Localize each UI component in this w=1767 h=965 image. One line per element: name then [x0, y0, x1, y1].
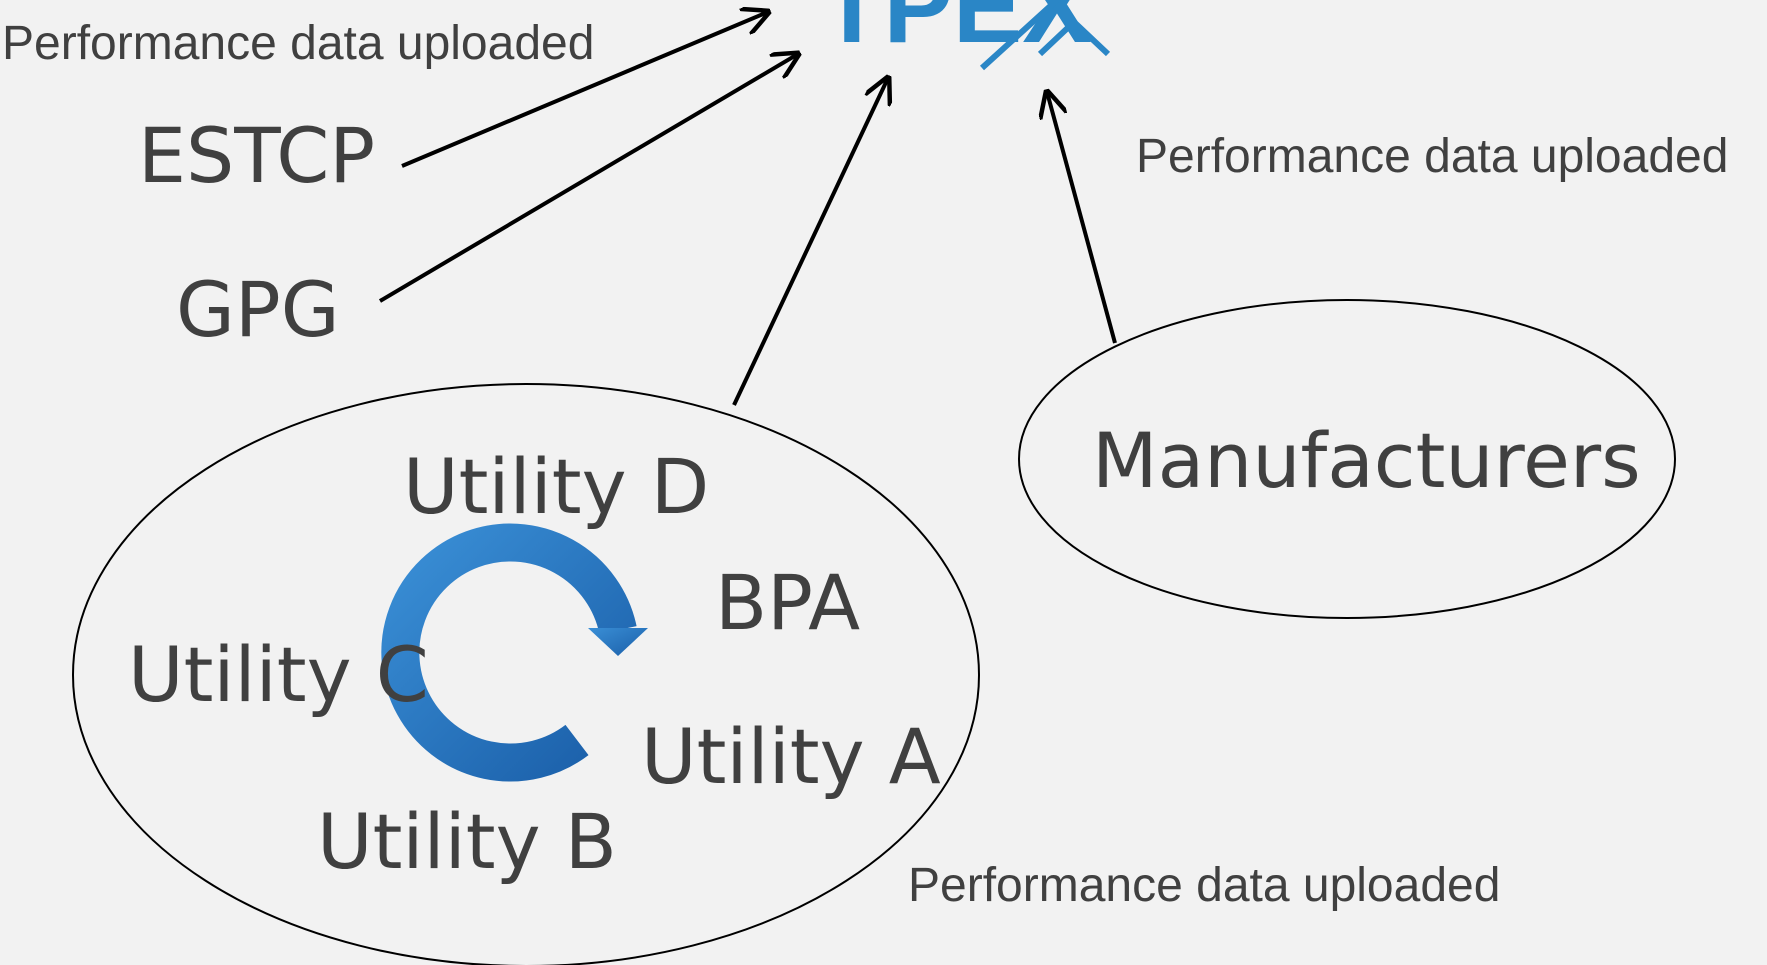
tpex-logo-text: TPEX — [822, 0, 1092, 65]
utility-d-label: Utility D — [403, 442, 710, 531]
circular-arrow-icon — [381, 523, 648, 782]
tpex-logo: TPEX — [822, 0, 1111, 71]
perf-label-top-left: Performance data uploaded — [2, 17, 595, 70]
tpex-chevron-icon — [979, 0, 1111, 71]
gpg-label: GPG — [176, 265, 340, 354]
manufacturers-label: Manufacturers — [1092, 416, 1641, 505]
estcp-label: ESTCP — [138, 111, 376, 200]
utilities-group-ellipse — [72, 383, 980, 965]
arrow-utilities-to-tpex — [732, 78, 888, 406]
bpa-label: BPA — [715, 558, 861, 647]
arrow-manufacturers-to-tpex — [1047, 92, 1117, 344]
utility-a-label: Utility A — [641, 712, 941, 801]
utility-b-label: Utility B — [317, 797, 617, 886]
manufacturers-ellipse — [1018, 299, 1676, 619]
arrow-estcp-to-tpex — [401, 12, 768, 168]
utility-c-label: Utility C — [128, 630, 429, 719]
perf-label-top-right: Performance data uploaded — [1136, 130, 1729, 183]
perf-label-bottom: Performance data uploaded — [908, 859, 1501, 912]
arrow-gpg-to-tpex — [378, 54, 798, 303]
